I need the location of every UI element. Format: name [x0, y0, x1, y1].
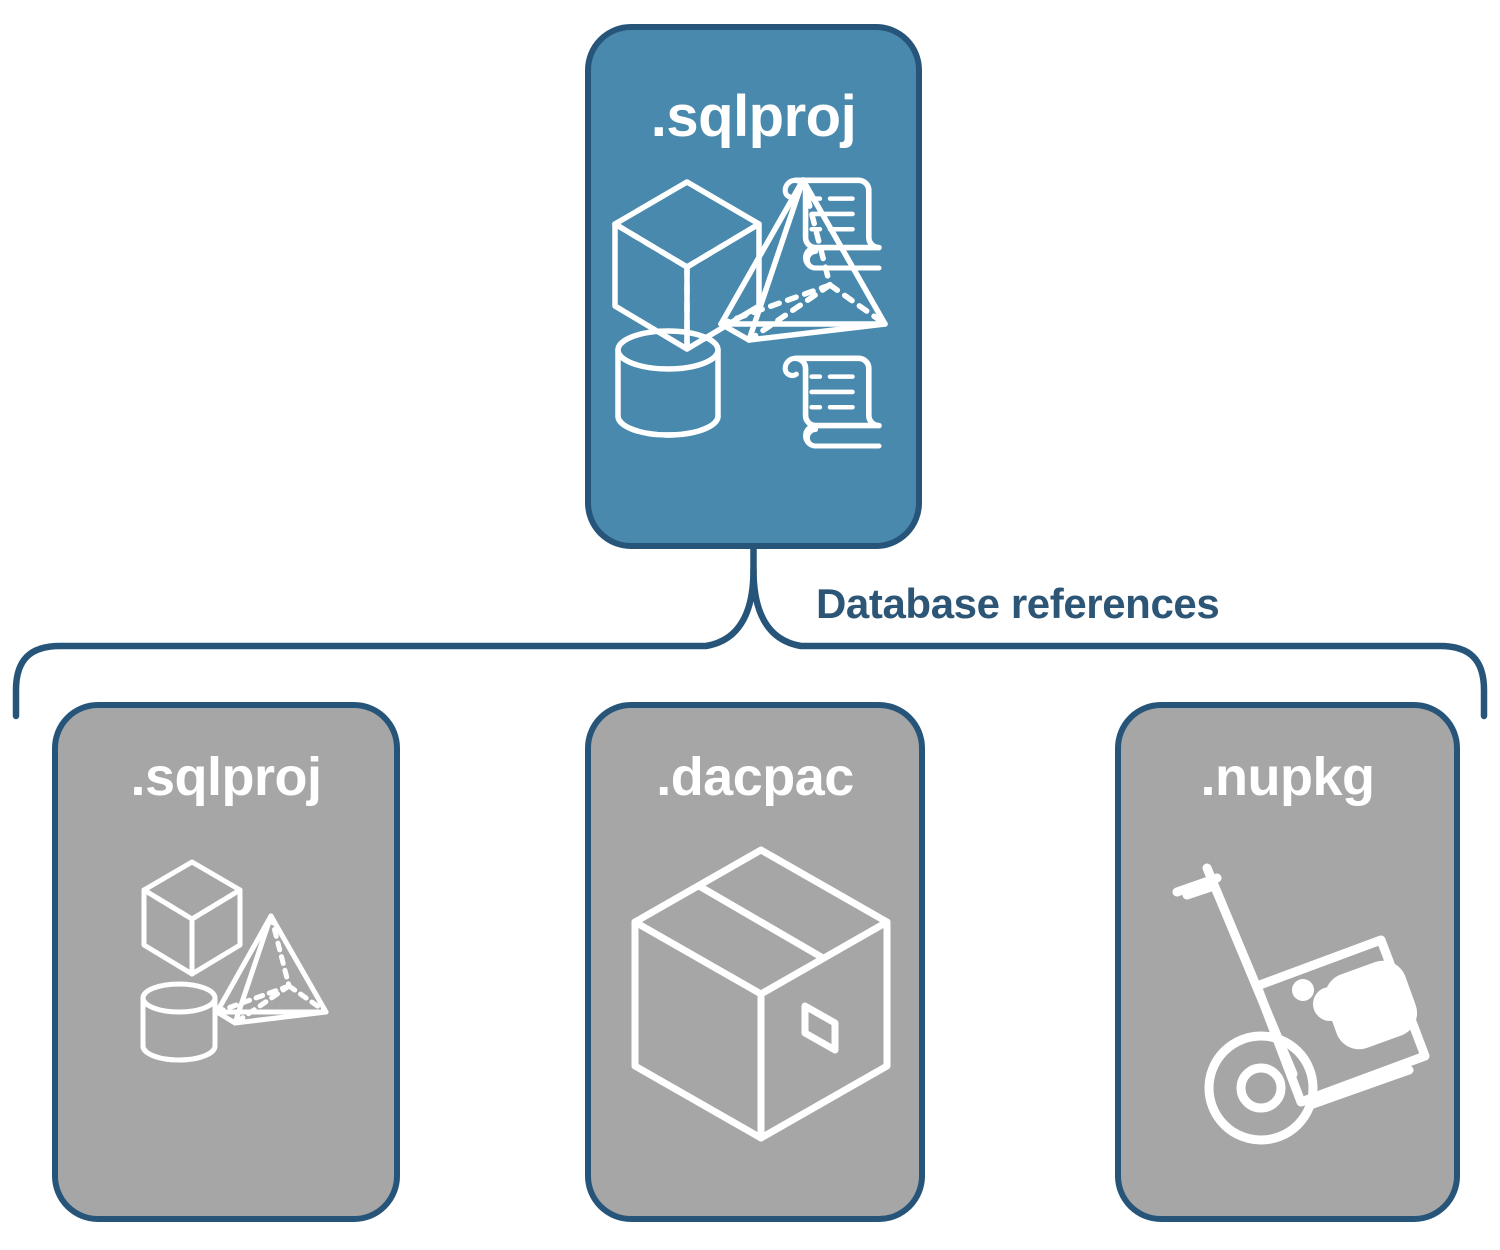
cube-icon — [141, 859, 243, 977]
card-child-nupkg-title: .nupkg — [1200, 747, 1375, 807]
card-child-sqlproj-artwork — [58, 858, 394, 1088]
cylinder-icon — [615, 328, 721, 438]
pyramid-icon — [214, 913, 329, 1026]
card-child-nupkg[interactable]: .nupkg — [1115, 702, 1460, 1222]
curly-brace-connector-right — [750, 566, 1488, 720]
card-root-sqlproj[interactable]: .sqlproj — [585, 24, 922, 549]
scroll-icon — [782, 355, 882, 449]
card-child-dacpac-artwork — [591, 838, 919, 1142]
card-child-nupkg-artwork — [1121, 848, 1454, 1145]
card-child-sqlproj[interactable]: .sqlproj — [52, 702, 400, 1222]
connector-label: Database references — [816, 580, 1220, 627]
card-root-artwork — [591, 160, 916, 450]
card-child-sqlproj-title: .sqlproj — [130, 747, 322, 807]
card-child-dacpac[interactable]: .dacpac — [585, 702, 925, 1222]
cylinder-icon — [140, 981, 218, 1063]
package-box-icon — [631, 846, 891, 1142]
nuget-package-icon — [1252, 935, 1430, 1107]
curly-brace-connector — [12, 544, 757, 720]
connector-brace-wrapper — [0, 544, 1500, 723]
pyramid-icon — [718, 177, 888, 343]
card-child-dacpac-title: .dacpac — [656, 747, 854, 807]
card-root-title: .sqlproj — [650, 84, 857, 149]
